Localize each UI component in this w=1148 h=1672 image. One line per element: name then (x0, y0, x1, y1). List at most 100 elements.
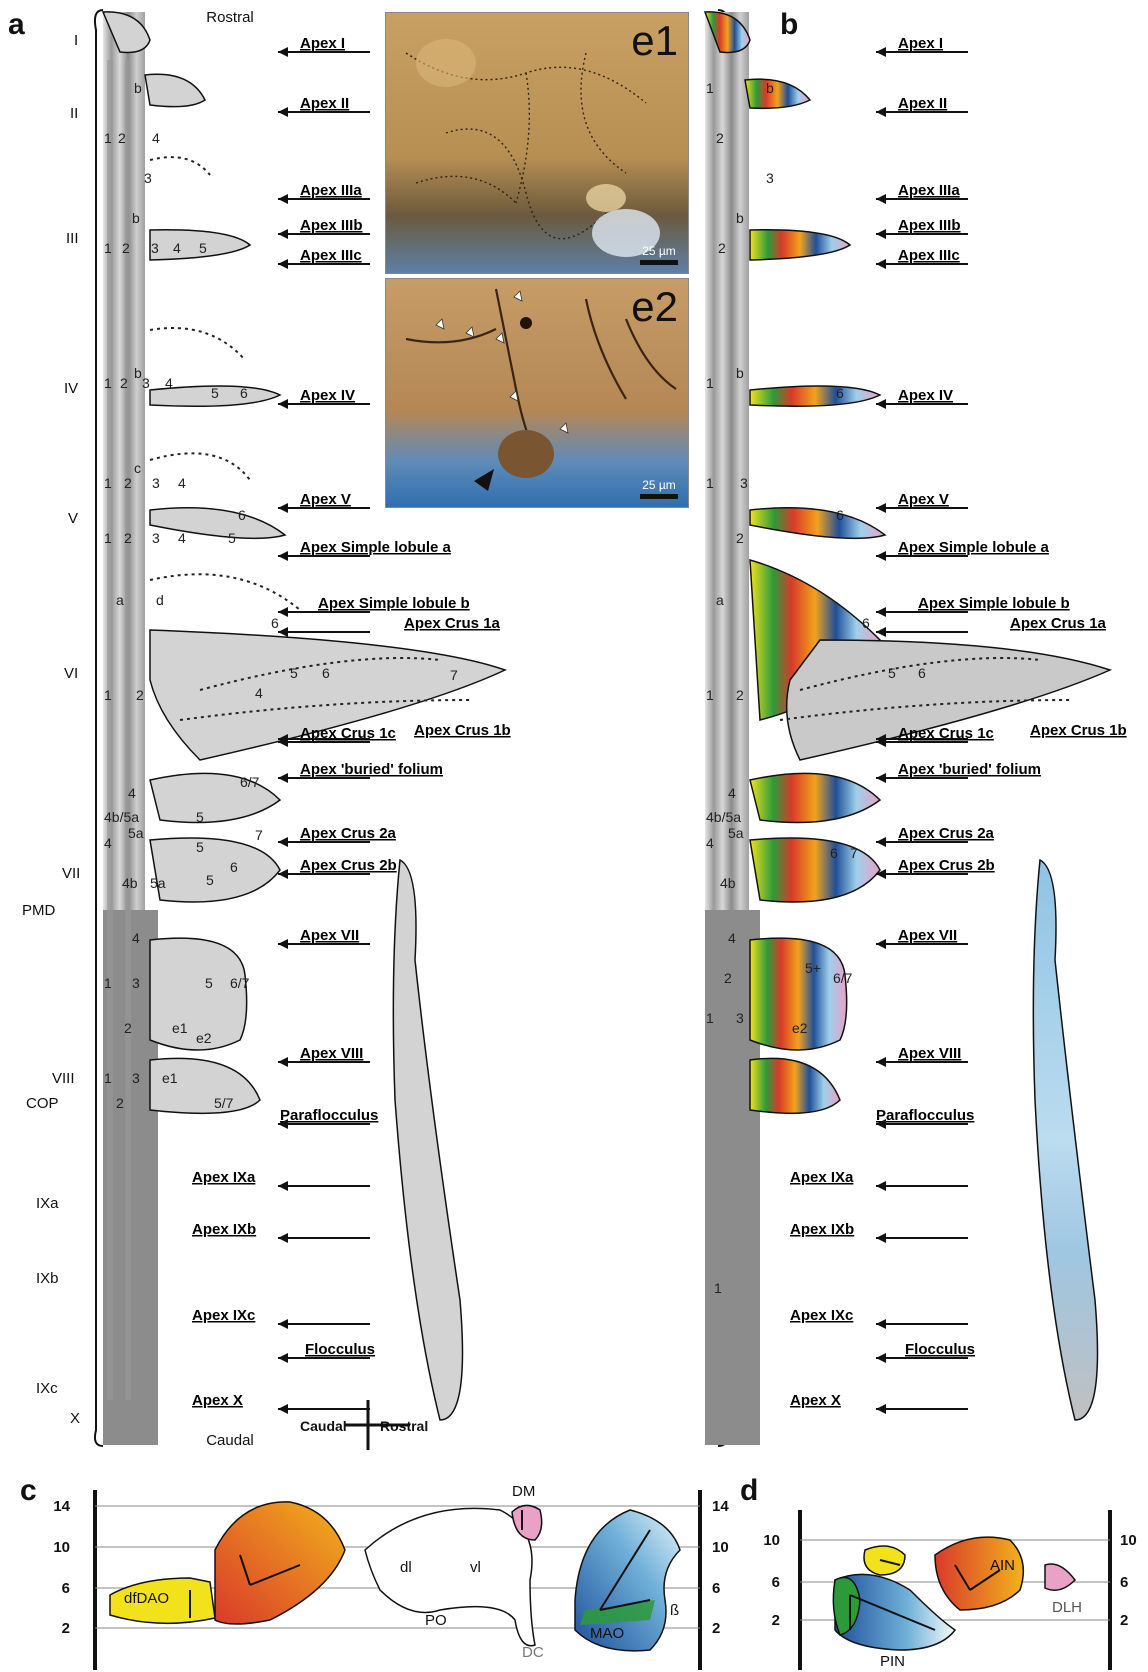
zone-label: 3 (740, 475, 748, 491)
zone-label: a (116, 592, 124, 608)
zone-label: 1 (104, 1070, 112, 1086)
y-tick-label: 6 (1120, 1574, 1128, 1591)
zone-label: 3 (142, 375, 150, 391)
zone-label: 5/7 (214, 1095, 234, 1111)
zone-label: 2 (124, 475, 132, 491)
zone-label: 2 (136, 687, 144, 703)
cerebellum-maps: Rostral Caudal IIIIIIIVVVIVIIPMDVIIICOPI… (0, 0, 1148, 1460)
zone-label: b (132, 210, 140, 226)
zone-label: 2 (736, 687, 744, 703)
arrow-head-icon (876, 1319, 886, 1329)
apex-label: Apex 'buried' folium (300, 761, 443, 778)
zone-label: 1 (706, 80, 714, 96)
arrow-head-icon (876, 503, 886, 513)
label-ain: AIN (990, 1557, 1015, 1574)
zone-label: 6 (836, 385, 844, 401)
y-tick-label: 2 (712, 1620, 720, 1637)
lobule-label: II (70, 105, 78, 122)
y-tick-label: 6 (712, 1580, 720, 1597)
lobule-label: IV (64, 380, 78, 397)
arrow-head-icon (278, 837, 288, 847)
apex-label: Apex V (300, 491, 351, 508)
apex-label: Apex I (898, 35, 943, 52)
zone-label: 4 (178, 530, 186, 546)
y-tick-label: 10 (763, 1532, 780, 1549)
cross-caudal-label: Caudal (300, 1418, 347, 1434)
zone-label: 1 (104, 687, 112, 703)
zone-label: 1 (706, 475, 714, 491)
lobule-label: X (70, 1410, 80, 1427)
y-tick-label: 6 (62, 1580, 70, 1597)
arrow-head-icon (278, 1319, 288, 1329)
label-pin: PIN (880, 1653, 905, 1670)
label-dc: DC (522, 1644, 544, 1661)
zone-label: 4 (706, 835, 714, 851)
zone-label: 3 (132, 1070, 140, 1086)
arrow-head-icon (876, 607, 886, 617)
zone-label: 4 (132, 930, 140, 946)
arrow-head-icon (278, 1181, 288, 1191)
zone-label: 5 (196, 839, 204, 855)
apex-label: Apex Simple lobule b (318, 595, 470, 612)
arrow-head-icon (876, 837, 886, 847)
arrow-head-icon (278, 47, 288, 57)
arrow-head-icon (876, 399, 886, 409)
zone-label: 2 (718, 240, 726, 256)
apex-label: Apex IXb (192, 1221, 256, 1238)
zone-label: 4 (152, 130, 160, 146)
apex-label: Apex Crus 1a (1010, 615, 1107, 632)
zone-label: 2 (116, 1095, 124, 1111)
apex-label: Apex Crus 2b (300, 857, 397, 874)
zone-label: 4 (255, 685, 263, 701)
lobule-label: IXc (36, 1380, 58, 1397)
apex-label: Apex IIIb (300, 217, 363, 234)
zone-label: e1 (172, 1020, 188, 1036)
label-beta: ß (670, 1602, 679, 1619)
apex-label: Apex Simple lobule a (898, 539, 1050, 556)
lobule-labels-a: IIIIIIIVVVIVIIPMDVIIICOPIXaIXbIXcX (22, 32, 80, 1427)
arrow-head-icon (876, 939, 886, 949)
dlh-shape (1045, 1564, 1075, 1590)
y-tick-label: 6 (772, 1574, 780, 1591)
apex-label: Flocculus (905, 1341, 975, 1358)
zone-label: 1 (104, 975, 112, 991)
apex-label: Apex VIII (898, 1045, 961, 1062)
apex-label: Apex Crus 2b (898, 857, 995, 874)
po-shape (365, 1508, 535, 1645)
lobule-label: V (68, 510, 78, 527)
zone-label: 2 (736, 530, 744, 546)
arrow-head-icon (876, 47, 886, 57)
zone-label: 4 (128, 785, 136, 801)
zone-label: 6 (238, 507, 246, 523)
arrow-head-icon (278, 773, 288, 783)
arrow-head-icon (278, 1404, 288, 1414)
zone-label: b (134, 80, 142, 96)
zone-label: 6 (322, 665, 330, 681)
apex-label: Apex II (300, 95, 349, 112)
y-tick-label: 2 (1120, 1612, 1128, 1629)
arrow-head-icon (876, 551, 886, 561)
label-dlh: DLH (1052, 1599, 1082, 1616)
arrow-head-icon (876, 773, 886, 783)
arrow-head-icon (278, 229, 288, 239)
arrow-head-icon (876, 229, 886, 239)
zone-label: 1 (104, 130, 112, 146)
zone-label: 3 (144, 170, 152, 186)
apex-label: Apex IIIa (300, 182, 362, 199)
zone-label: 4b/5a (706, 809, 741, 825)
zone-label: 5a (150, 875, 166, 891)
zone-label: 3 (766, 170, 774, 186)
apex-label: Apex 'buried' folium (898, 761, 1041, 778)
y-tick-label: 10 (712, 1539, 729, 1556)
lobule-label: III (66, 230, 79, 247)
apex-label: Apex Simple lobule b (918, 595, 1070, 612)
zone-label: 3 (132, 975, 140, 991)
zone-label: 1 (104, 475, 112, 491)
apex-label: Apex IIIb (898, 217, 961, 234)
label-vl: vl (470, 1559, 481, 1576)
arrow-head-icon (278, 1353, 288, 1363)
zone-label: 2 (716, 130, 724, 146)
apex-label: Apex VII (300, 927, 359, 944)
zone-label: 6/7 (230, 975, 250, 991)
apex-label: Apex IIIa (898, 182, 960, 199)
